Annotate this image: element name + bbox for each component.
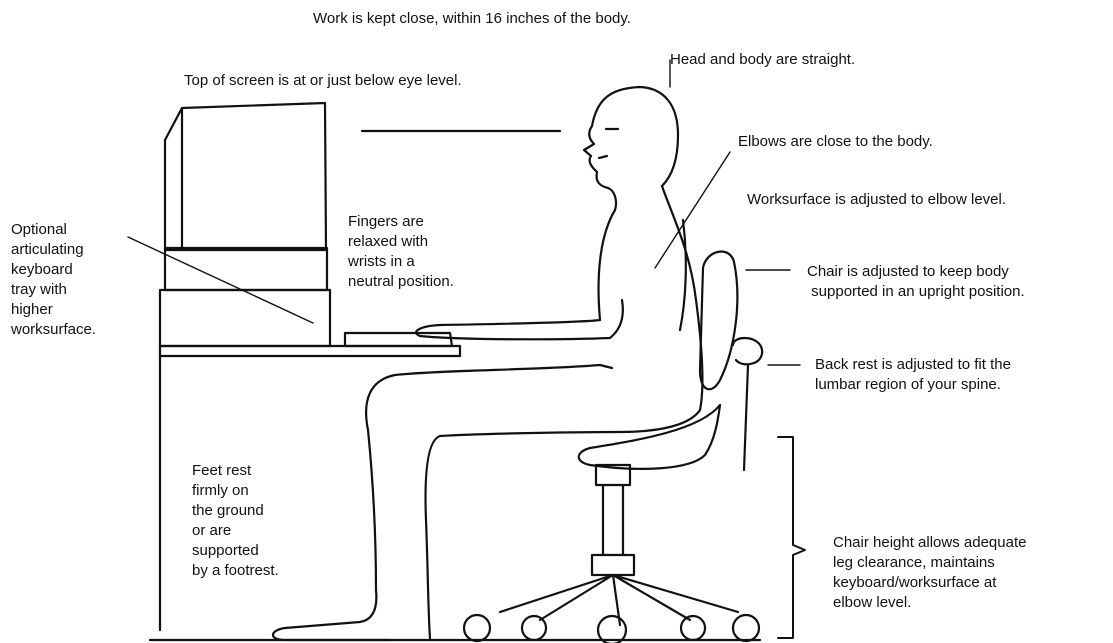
backrest [700, 252, 737, 390]
label-elbows: Elbows are close to the body. [738, 132, 933, 152]
seat [579, 405, 720, 469]
monitor [165, 103, 327, 290]
label-chair-upright: Chair is adjusted to keep body supported… [807, 262, 1025, 302]
label-top-screen: Top of screen is at or just below eye le… [184, 71, 462, 91]
label-worksurface: Worksurface is adjusted to elbow level. [747, 190, 1006, 210]
chair [464, 252, 762, 643]
label-feet: Feet rest firmly on the ground or are su… [192, 461, 279, 581]
label-head-body: Head and body are straight. [670, 50, 855, 70]
label-fingers: Fingers are relaxed with wrists in a neu… [348, 212, 454, 292]
label-keyboard-tray: Optional articulating keyboard tray with… [11, 220, 96, 340]
label-chair-height: Chair height allows adequate leg clearan… [833, 533, 1026, 613]
seated-person [273, 87, 703, 640]
keyboard [345, 333, 452, 346]
label-work-close: Work is kept close, within 16 inches of … [313, 9, 631, 29]
label-back-rest: Back rest is adjusted to fit the lumbar … [815, 355, 1011, 395]
